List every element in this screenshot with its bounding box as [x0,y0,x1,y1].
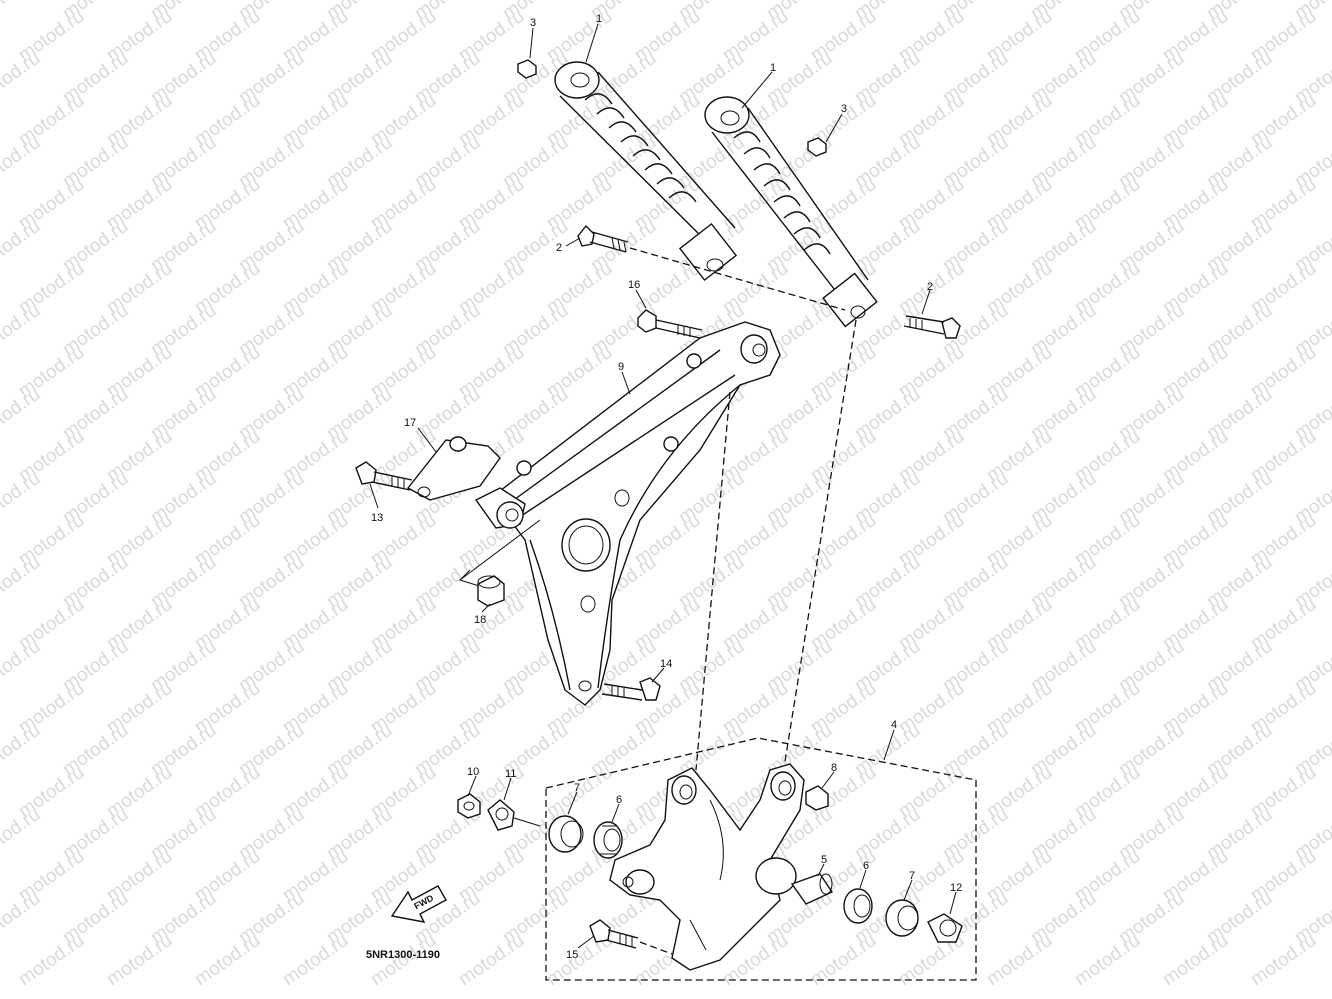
watermark-text: motod.ru [0,384,44,444]
leader-lines [369,23,957,949]
watermark-text: motod.ru [0,132,44,192]
watermark-text: motod.ru [0,468,44,528]
bolt-13 [355,461,413,491]
watermark-text: motod.ru [279,930,352,990]
watermark-text: motod.ru [0,552,44,612]
callout-7-left: 7 [574,782,580,794]
callout-12: 12 [950,882,962,894]
bolt-2-right [903,315,961,339]
callout-16: 16 [628,279,640,291]
watermark-text: motod.ru [0,804,44,864]
drawing-code: 5NR1300-1190 [366,949,440,961]
callout-17: 17 [404,417,416,429]
nut-8 [805,785,829,811]
collar-12 [927,913,963,943]
nut-3-right [807,137,827,157]
callout-1-left: 1 [596,13,602,25]
callout-5: 5 [821,854,827,866]
callout-3-right: 3 [841,103,847,115]
collar-18 [477,575,505,607]
callout-7-right: 7 [909,870,915,882]
callout-2-left: 2 [556,242,562,254]
bolt-16 [637,309,703,339]
bearing-6-right [843,888,873,924]
callout-2-right: 2 [927,281,933,293]
callout-3-left: 3 [530,17,536,29]
callout-15: 15 [566,949,578,961]
watermark-text: motod.ru [1159,930,1232,990]
watermark-text: motod.ru [103,930,176,990]
watermark-text: motod.ru [807,930,880,990]
fwd-arrow-icon: FWD [390,885,447,923]
collar-11 [487,799,541,831]
watermark-text: motod.ru [15,930,88,990]
watermark-text: motod.ru [191,930,264,990]
watermark-text: motod.ru [1071,930,1144,990]
callout-14: 14 [660,658,672,670]
callout-6-right: 6 [863,860,869,872]
collar-5 [790,873,834,905]
callout-6-left: 6 [616,794,622,806]
callout-10: 10 [467,766,479,778]
callout-8: 8 [831,762,837,774]
callout-18: 18 [474,614,486,626]
shock-absorber-right [704,96,878,328]
oil-seal-7-left [548,815,584,853]
callout-4: 4 [891,719,897,731]
relay-arm-assembly-4 [545,737,977,981]
nut-3-left [517,59,537,79]
watermark-text: motod.ru [0,720,44,780]
nut-10 [457,793,481,819]
callout-13: 13 [371,512,383,524]
bolt-2-left [577,224,846,311]
callout-11: 11 [505,768,516,780]
watermark-text: motod.ru [983,930,1056,990]
bolt-14 [601,677,661,701]
watermark-text: motod.ru [0,216,44,276]
alignment-lines [695,319,857,781]
watermark-text: motod.ru [0,300,44,360]
bearing-6-left [593,821,623,859]
callouts: 1 1 3 3 2 2 16 9 17 13 18 14 4 8 10 11 7… [371,13,962,961]
watermark-text: motod.ru [0,888,44,948]
watermark-text: motod.ru [0,636,44,696]
watermark-text: motod.ru [0,0,44,24]
watermark-text: motod.ru [455,930,528,990]
callout-1-right: 1 [770,62,776,74]
watermark-text: motod.ru [0,48,44,108]
watermark-text: motod.ru [1247,930,1320,990]
cover-17 [406,436,501,501]
relay-arm-casting [609,763,805,971]
relay-arm-9 [459,321,781,706]
bolt-15 [589,919,673,955]
oil-seal-7-right [885,899,919,937]
callout-9: 9 [618,361,624,373]
